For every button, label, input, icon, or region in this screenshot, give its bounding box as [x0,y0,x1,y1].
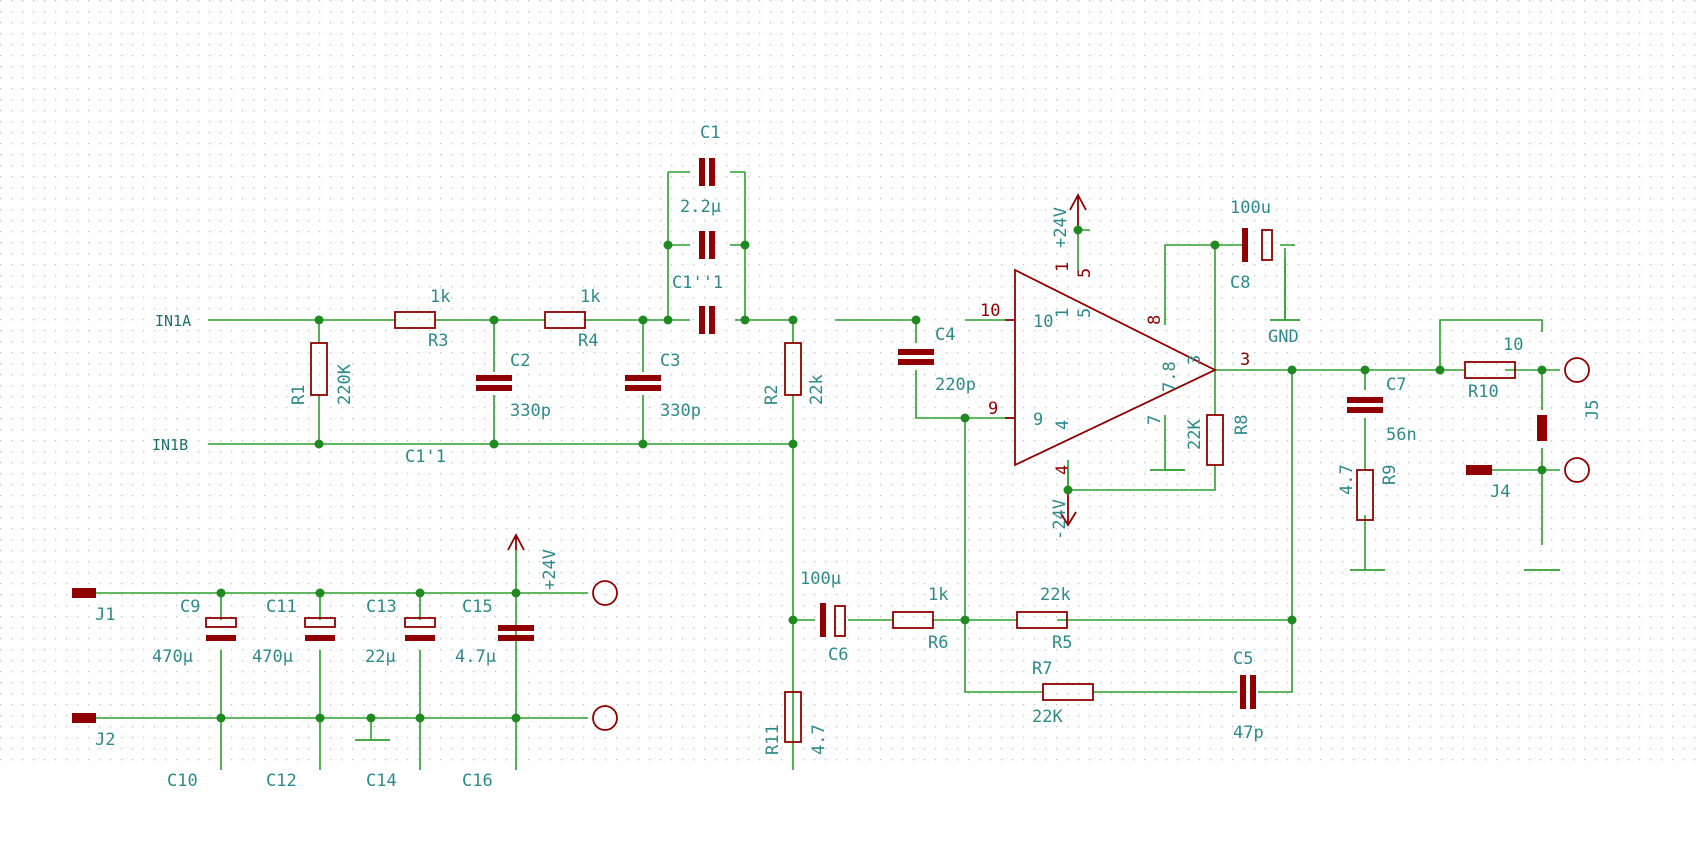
r9-value: 4.7 [1337,464,1357,495]
c8-ref: C8 [1230,273,1250,293]
c15-value: 4.7µ [455,647,496,667]
pin-8: 8 [1145,315,1165,325]
labels: IN1A IN1B GND +24V -24V +24V C1 2.2µ C1'… [95,123,1603,791]
pin-9-wire: 9 [988,399,998,419]
r1-value: 220K [335,363,355,405]
pin-1-inside: 1 [1053,308,1073,318]
pin-4-outer: 4 [1053,465,1073,475]
c7-ref: C7 [1386,375,1406,395]
pin-5-outer: 5 [1075,268,1095,278]
r1-ref: R1 [289,385,309,405]
c5-ref: C5 [1233,649,1253,669]
c5-value: 47p [1233,723,1264,743]
j1-ref: J1 [95,605,115,625]
c7-value: 56n [1386,425,1417,445]
r6-ref: R6 [928,633,948,653]
c12-ref: C12 [266,771,297,791]
net-in1a: IN1A [155,312,191,330]
c11-value: 470µ [252,647,293,667]
c4-ref: C4 [935,325,955,345]
r1-body [310,342,328,396]
c2-value: 330p [510,401,551,421]
r2-body [784,342,802,396]
pin-5-inside: 5 [1075,308,1095,318]
r5-body [1016,611,1068,629]
c3-value: 330p [660,401,701,421]
pin-7-8: 7.8 [1160,361,1180,392]
junctions [216,225,1547,723]
connectors [72,357,1590,731]
r3-value: 1k [430,287,450,307]
r4-ref: R4 [578,331,598,351]
resistors [310,311,1516,743]
c1pp1-ref: C1''1 [672,273,723,293]
r11-ref: R11 [763,724,783,755]
r10-value: 10 [1503,335,1523,355]
c4-value: 220p [935,375,976,395]
grid-background [0,0,1698,770]
r6-value: 1k [928,585,948,605]
c9-ref: C9 [180,597,200,617]
c9-value: 470µ [152,647,193,667]
j2-ref: J2 [95,730,115,750]
net-in1b: IN1B [152,436,188,454]
c14-ref: C14 [366,771,397,791]
r7-value: 22K [1032,707,1063,727]
c16-ref: C16 [462,771,493,791]
pin-3-wire: 3 [1240,350,1250,370]
pin-10-wire: 10 [980,301,1000,321]
capacitors [205,158,1383,709]
c10-ref: C10 [167,771,198,791]
r10-ref: R10 [1468,382,1499,402]
r4-body [544,311,586,329]
c6-value: 100µ [800,569,841,589]
c8-value: 100u [1230,198,1271,218]
r4-value: 1k [580,287,600,307]
c1p1-ref: C1'1 [405,447,446,467]
net-pos24-opamp: +24V [1051,207,1071,248]
c13-value: 22µ [365,647,396,667]
r6-body [892,611,934,629]
c3-ref: C3 [660,351,680,371]
r7-ref: R7 [1032,659,1052,679]
j5-ref: J5 [1583,400,1603,420]
pin-3-inside: 3 [1185,355,1205,365]
r7-body [1042,683,1094,701]
c13-ref: C13 [366,597,397,617]
r9-body [1356,469,1374,521]
r3-body [394,311,436,329]
r5-ref: R5 [1052,633,1072,653]
c15-ref: C15 [462,597,493,617]
c2-ref: C2 [510,351,530,371]
opamp [1005,268,1218,467]
c6-ref: C6 [828,645,848,665]
r3-ref: R3 [428,331,448,351]
pin-1-outer: 1 [1053,262,1073,272]
opamp-pin-labels: 10 10 9 9 1 5 1 5 8 7.8 7 3 3 4 4 [980,262,1250,475]
r8-body [1206,414,1224,466]
pin-9-inside: 9 [1033,410,1043,430]
pin-4-inside: 4 [1053,420,1073,430]
r11-body [784,691,802,743]
c1-ref: C1 [700,123,720,143]
c11-ref: C11 [266,597,297,617]
r9-ref: R9 [1380,465,1400,485]
r2-ref: R2 [762,385,782,405]
r2-value: 22k [807,374,827,405]
r11-value: 4.7 [809,724,829,755]
r8-ref: R8 [1232,415,1252,435]
pin-10-inside: 10 [1033,312,1053,332]
j4-ref: J4 [1490,482,1510,502]
r10-body [1464,361,1516,379]
net-neg24: -24V [1050,499,1070,540]
r8-value: 22K [1185,419,1205,450]
pin-7: 7 [1145,415,1165,425]
ground-symbols [355,193,1560,741]
r5-value: 22k [1040,585,1071,605]
c1-value: 2.2µ [680,197,721,217]
net-pos24-rail: +24V [540,549,560,590]
net-gnd: GND [1268,327,1299,347]
